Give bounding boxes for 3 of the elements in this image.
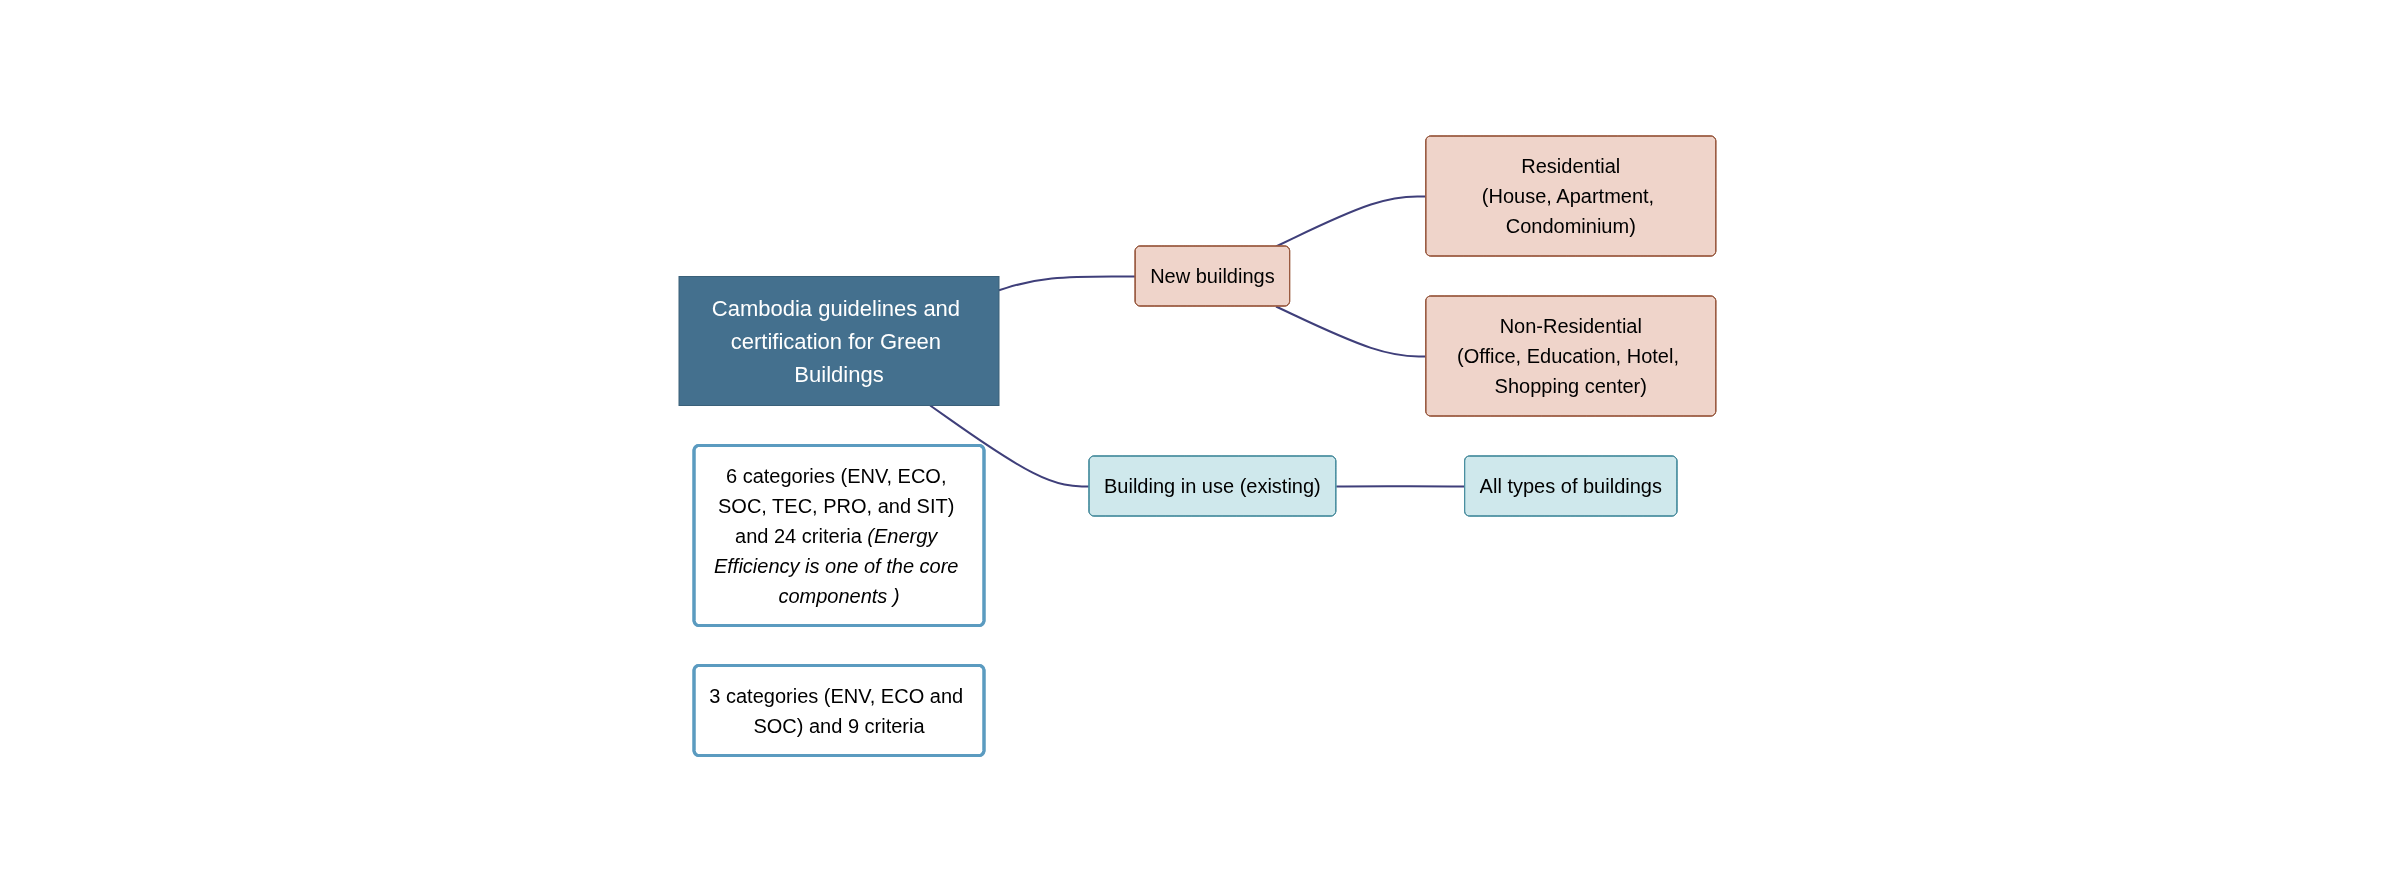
connector — [1274, 305, 1427, 358]
connector — [1334, 484, 1466, 488]
node-box: Cambodia guidelines and certification for Green Buildings — [678, 275, 1000, 406]
